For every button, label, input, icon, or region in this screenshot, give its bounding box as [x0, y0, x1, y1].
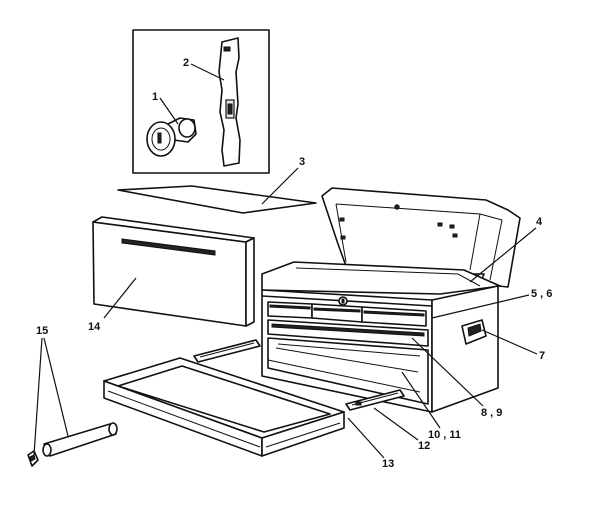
- callout-15: 15: [36, 325, 48, 337]
- side-handle-part: [461, 319, 487, 345]
- front-panel-part: [92, 216, 255, 327]
- hinge-clip-part: [27, 450, 39, 467]
- callout-7: 7: [539, 350, 545, 362]
- callout-12: 12: [418, 440, 430, 452]
- lock-bar-part: [218, 37, 241, 167]
- leader-lines: [33, 63, 538, 459]
- lock-cylinder-part: [146, 117, 197, 157]
- callout-3: 3: [299, 156, 305, 168]
- callout-2: 2: [183, 57, 189, 69]
- callout-14: 14: [88, 321, 101, 333]
- callout-labels: 1 2 3 4 5 , 6 7 8 , 9 10 , 11 12 13 14 1…: [36, 57, 552, 470]
- hinge-rod-part: [42, 422, 118, 457]
- lock-detail-inset: [132, 29, 270, 174]
- callout-8-9: 8 , 9: [481, 407, 502, 419]
- drawer-slide-part-front: [345, 389, 405, 411]
- tool-chest-body: [261, 187, 521, 413]
- callout-13: 13: [382, 458, 394, 470]
- drawer-part: [103, 357, 345, 457]
- drawer-slide-part-back: [193, 339, 261, 363]
- callout-1: 1: [152, 91, 158, 103]
- liner-panel-part: [117, 185, 317, 214]
- callout-5-6: 5 , 6: [531, 288, 552, 300]
- callout-4: 4: [536, 216, 543, 228]
- callout-10-11: 10 , 11: [428, 429, 461, 441]
